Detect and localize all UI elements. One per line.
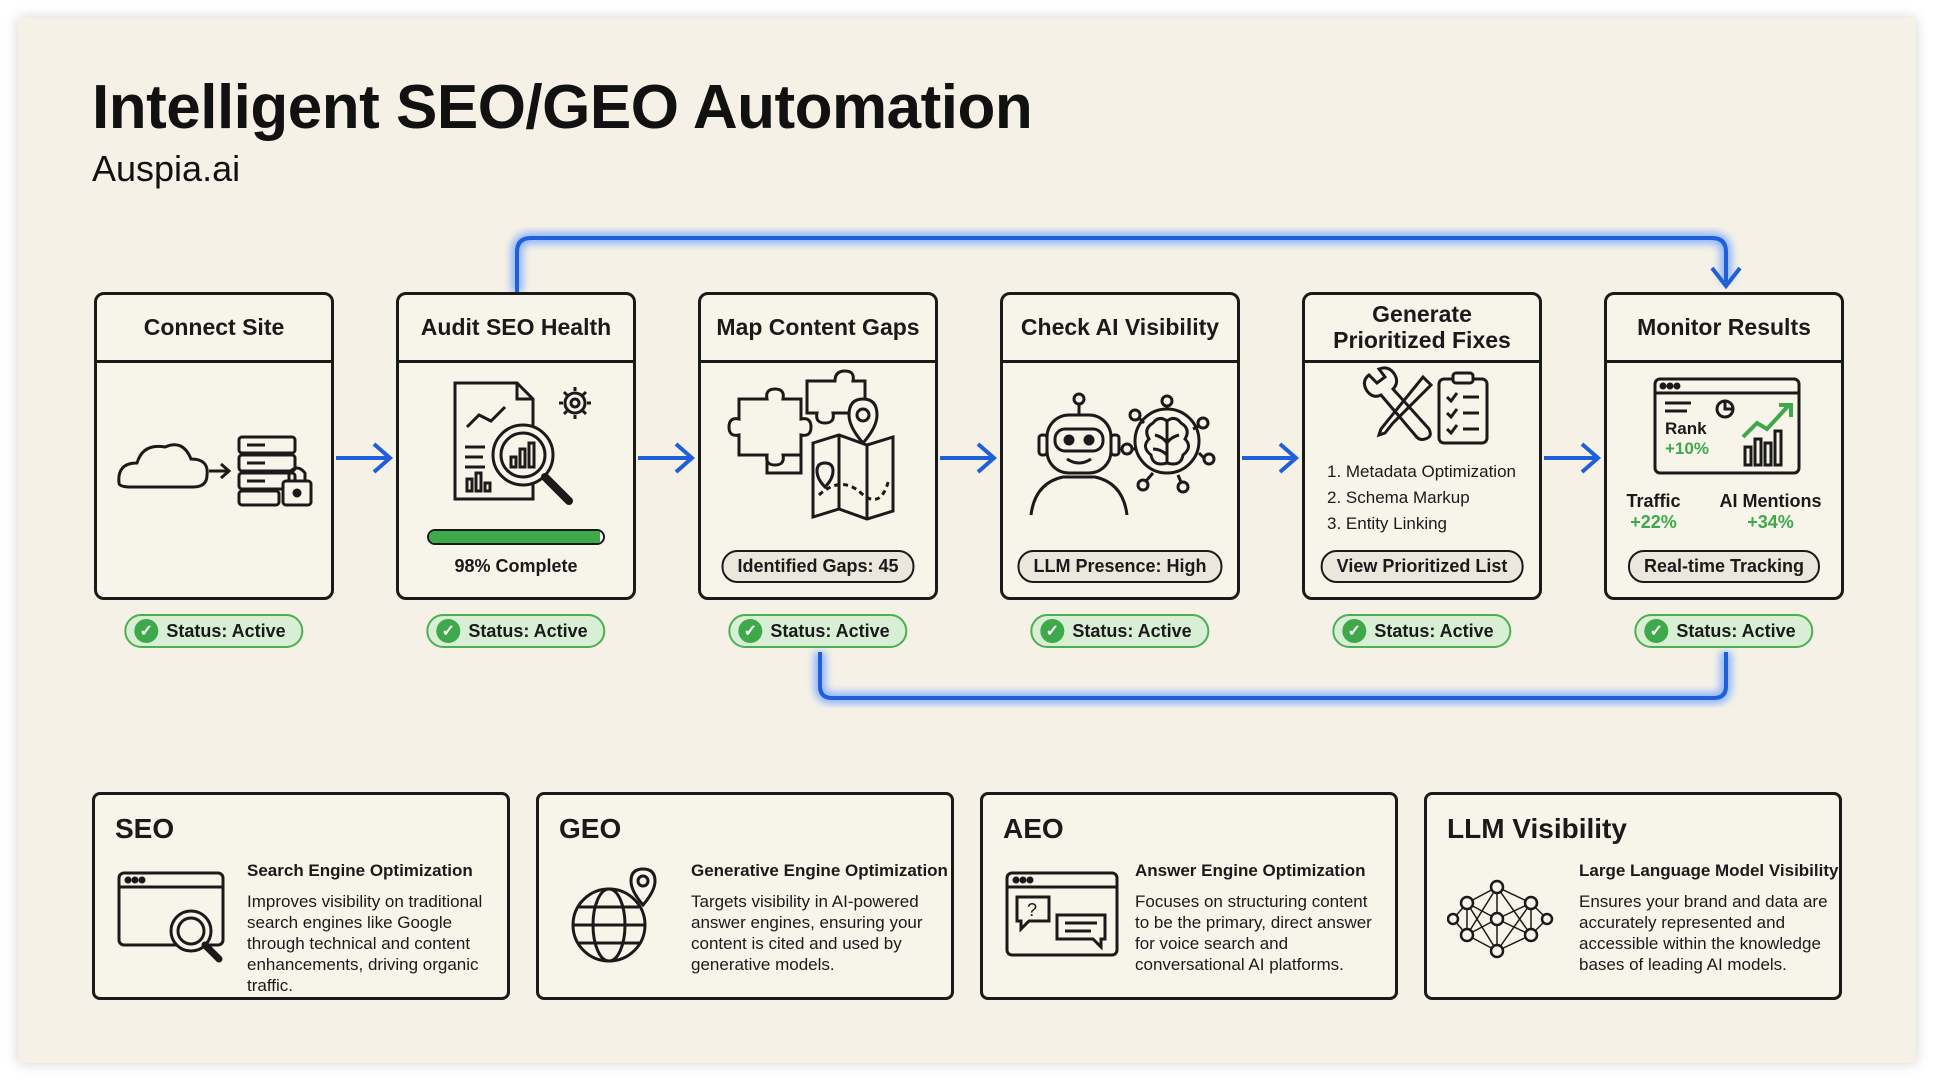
card-title: AEO [1003,813,1064,844]
step-title: Map Content Gaps [701,295,935,363]
real-time-tracking-button[interactable]: Real-time Tracking [1627,550,1821,583]
card-title: LLM Visibility [1447,813,1627,844]
card-description: Ensures your brand and data are accurate… [1579,892,1828,974]
card-title: SEO [115,813,175,844]
step-audit-seo-health[interactable]: Audit SEO Health 98% Complete [396,292,636,600]
robot-brain-icon [1029,392,1216,516]
status-badge: ✓Status: Active [728,614,908,648]
globe-pin-icon [571,867,657,963]
check-icon: ✓ [1342,619,1367,643]
rank-metric: Rank +10% [1665,419,1709,459]
step-generate-prioritized-fixes[interactable]: Generate Prioritized Fixes 1. Metadata O… [1302,292,1542,600]
status-badge: ✓Status: Active [1332,614,1512,648]
page-title: Intelligent SEO/GEO Automation [92,73,1033,142]
traffic-stat: Traffic +22% [1626,491,1680,533]
card-subtitle: Search Engine Optimization [247,861,473,880]
llm-presence-badge: LLM Presence: High [1017,550,1223,583]
traffic-label: Traffic [1626,491,1681,511]
dashboard-chart-icon [1653,377,1801,475]
step-title: Check AI Visibility [1003,295,1237,363]
audit-progress-fill [429,531,600,543]
card-aeo: AEO ? Answer Engine Optimization Focuses… [980,792,1398,1000]
step-monitor-results[interactable]: Monitor Results Rank +10% Traffic +22% A… [1604,292,1844,600]
status-badge: ✓Status: Active [1634,614,1814,648]
tools-checklist-icon [1362,366,1489,445]
rank-label: Rank [1665,419,1707,438]
browser-search-icon [117,871,225,963]
status-badge: ✓Status: Active [124,614,304,648]
check-icon: ✓ [436,619,461,643]
audit-progress-label: 98% Complete [454,556,578,576]
step-title: Monitor Results [1607,295,1841,363]
fix-item-schema: 2. Schema Markup [1327,488,1470,507]
step-connect-site[interactable]: Connect Site [94,292,334,600]
check-icon: ✓ [134,619,159,643]
rank-value: +10% [1665,439,1709,458]
card-subtitle: Answer Engine Optimization [1135,861,1366,880]
fixes-list: 1. Metadata Optimization 2. Schema Marku… [1327,459,1516,537]
card-llm-visibility: LLM Visibility Large Language Model Visi… [1424,792,1842,1000]
result-stats: Traffic +22% AI Mentions +34% [1607,491,1841,533]
ai-mentions-stat: AI Mentions +34% [1720,491,1822,533]
status-badge: ✓Status: Active [1030,614,1210,648]
check-icon: ✓ [1040,619,1065,643]
report-magnifier-icon [453,381,591,505]
card-subtitle: Large Language Model Visibility [1579,861,1839,880]
card-seo: SEO Search Engine Optimization Improves … [92,792,510,1000]
puzzle-map-icon [727,369,895,521]
step-map-content-gaps[interactable]: Map Content Gaps Identified Gaps: 45 [698,292,938,600]
page-subtitle: Auspia.ai [92,148,241,189]
traffic-value: +22% [1630,512,1677,532]
fix-item-metadata: 1. Metadata Optimization [1327,462,1516,481]
card-subtitle: Generative Engine Optimization [691,861,948,880]
card-description: Targets visibility in AI-powered answer … [691,892,923,974]
card-title: GEO [559,813,622,844]
check-icon: ✓ [1644,619,1669,643]
step-title: Connect Site [97,295,331,363]
ai-mentions-label: AI Mentions [1719,491,1822,511]
card-description: Focuses on structuring content to be the… [1135,892,1372,974]
audit-progress-bar [427,529,605,545]
card-description: Improves visibility on traditional searc… [247,892,483,995]
step-check-ai-visibility[interactable]: Check AI Visibility LLM Presence: High [1000,292,1240,600]
status-badge: ✓Status: Active [426,614,606,648]
cloud-to-secure-server-icon [117,435,313,507]
ai-mentions-value: +34% [1747,512,1794,532]
check-icon: ✓ [738,619,763,643]
fix-item-entity: 3. Entity Linking [1327,514,1448,533]
step-title: Generate Prioritized Fixes [1305,295,1539,363]
browser-chat-icon: ? [1005,871,1119,957]
step-title: Audit SEO Health [399,295,633,363]
gaps-badge: Identified Gaps: 45 [721,550,915,583]
neural-network-icon [1447,879,1554,959]
svg-text:?: ? [1027,900,1037,920]
card-geo: GEO Generative Engine Optimization Targe… [536,792,954,1000]
view-prioritized-list-button[interactable]: View Prioritized List [1320,550,1524,583]
